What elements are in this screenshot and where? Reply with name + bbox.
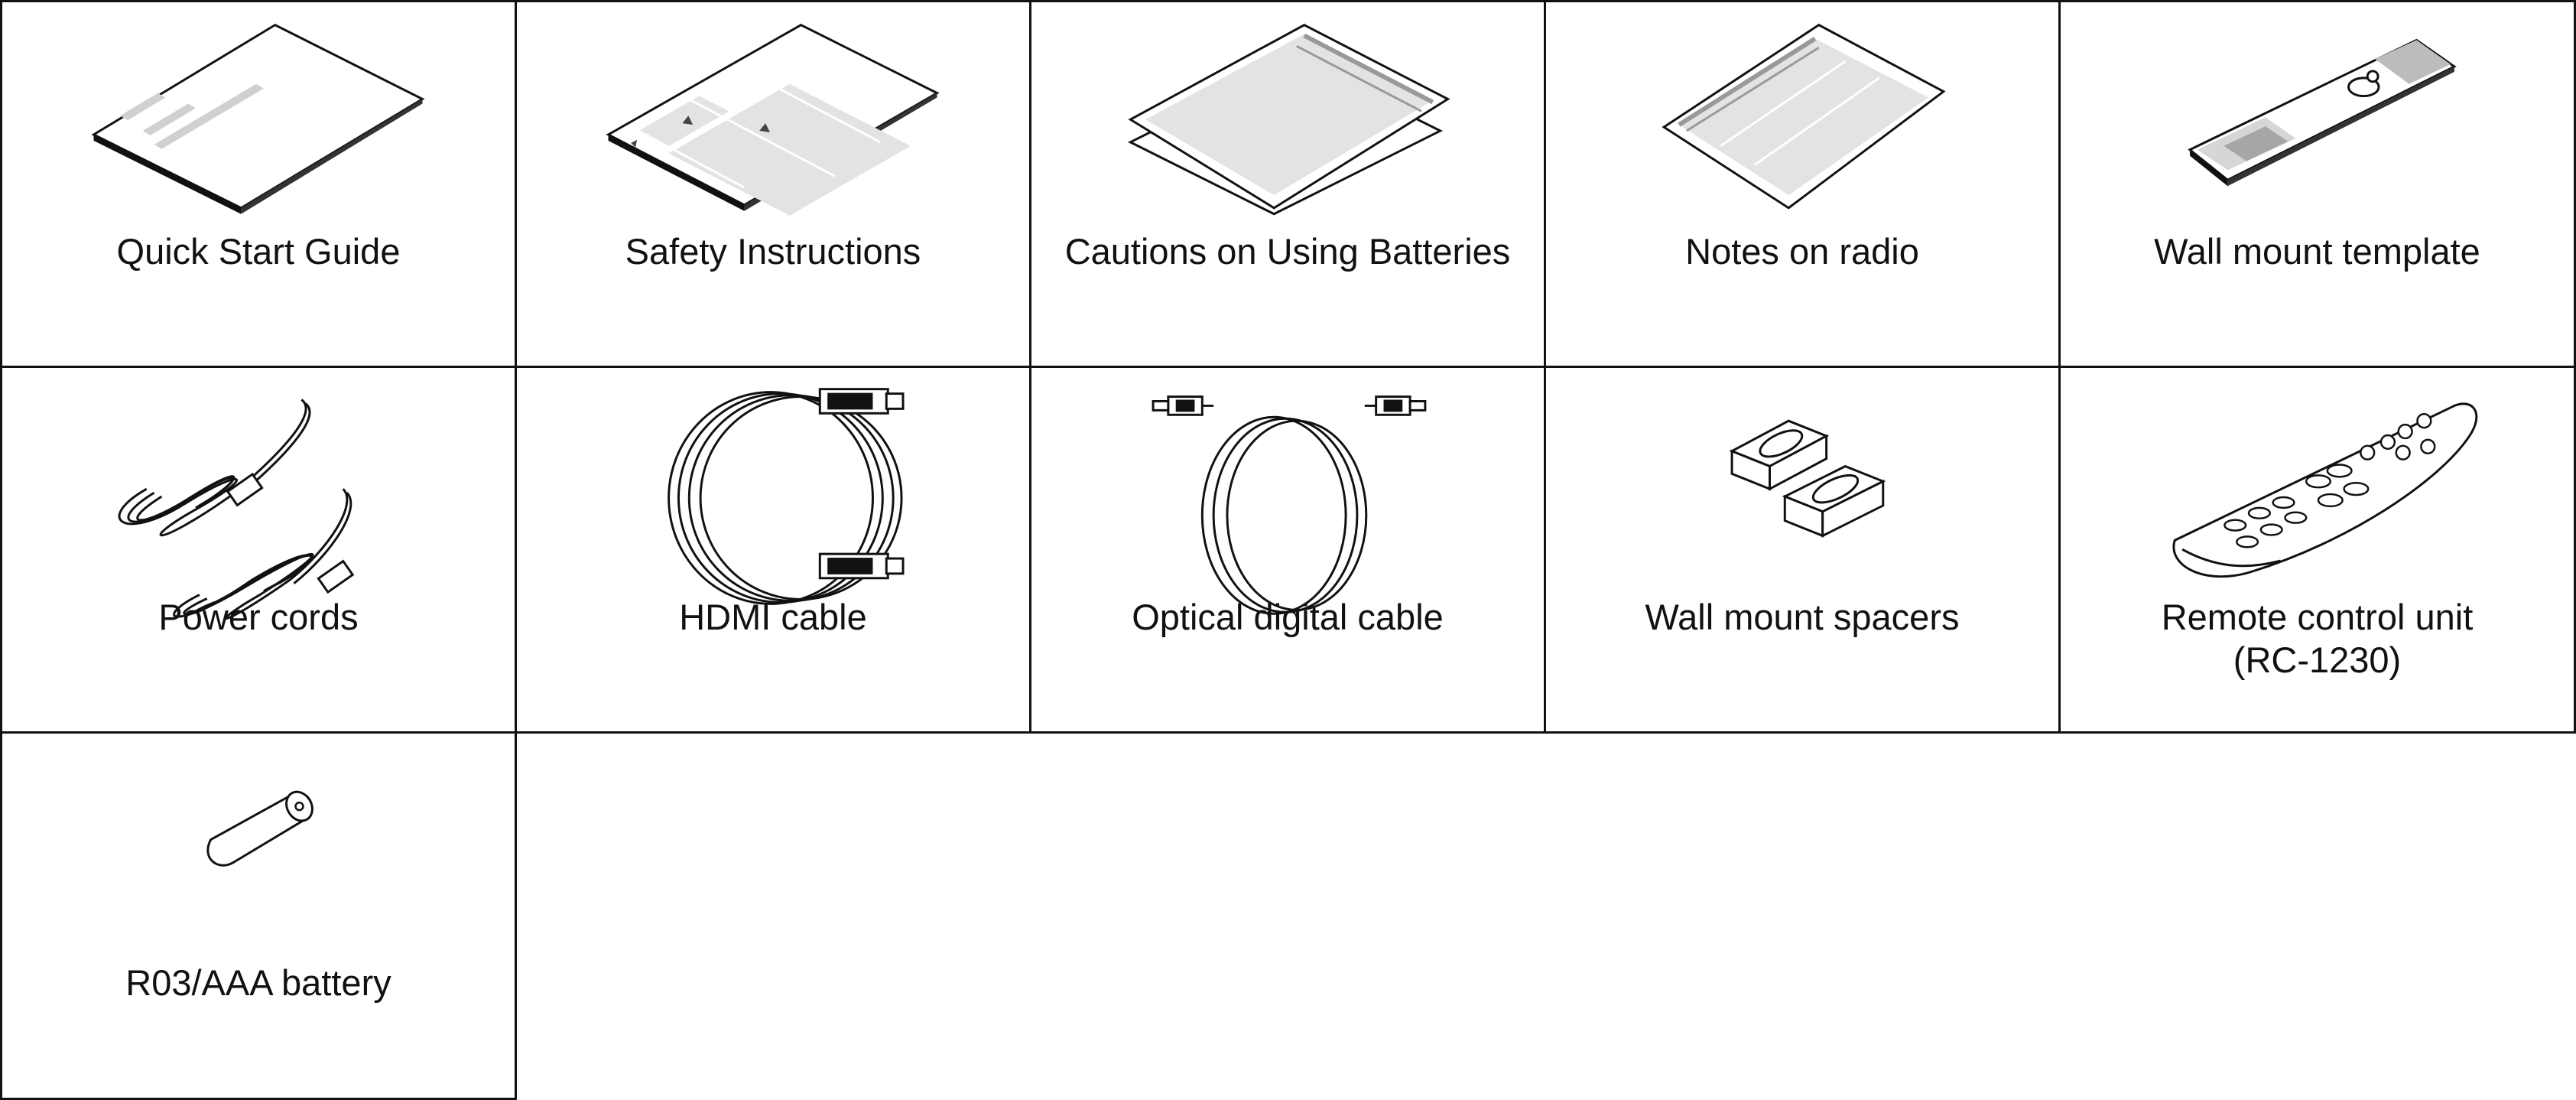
item-power-cords: Power cords	[0, 366, 517, 734]
optical-cable-icon	[1152, 395, 1427, 615]
item-optical-cable: Optical digital cable	[1029, 366, 1546, 734]
notes-radio-icon	[1662, 23, 1946, 210]
item-label: HDMI cable	[679, 597, 867, 637]
item-label: Remote control unit (RC-1230)	[2061, 596, 2574, 682]
safety-instructions-icon	[606, 23, 940, 216]
item-label: Wall mount template	[2154, 231, 2480, 272]
item-quick-start-guide: Quick Start Guide	[0, 0, 517, 368]
item-label-line1: Remote control unit	[2161, 597, 2474, 637]
item-label: Power cords	[158, 597, 359, 637]
cautions-batteries-icon	[1128, 23, 1450, 216]
wall-mount-template-icon	[2188, 38, 2457, 187]
item-notes-radio: Notes on radio	[1544, 0, 2061, 368]
item-wall-mount-spacers: Wall mount spacers	[1544, 366, 2061, 734]
item-label-line2: (RC-1230)	[2233, 639, 2402, 680]
item-remote-control: Remote control unit (RC-1230)	[2058, 366, 2576, 734]
quick-start-guide-icon	[91, 23, 425, 214]
item-safety-instructions: Safety Instructions	[515, 0, 1031, 368]
wall-mount-spacers-icon	[1729, 419, 1886, 538]
remote-control-icon	[2172, 402, 2478, 578]
item-label: Safety Instructions	[625, 231, 921, 272]
item-hdmi-cable: HDMI cable	[515, 366, 1031, 734]
item-label: Notes on radio	[1685, 231, 1919, 272]
battery-icon	[206, 790, 313, 867]
item-label: Quick Start Guide	[116, 231, 401, 272]
item-wall-mount-template: Wall mount template	[2058, 0, 2576, 368]
hdmi-cable-icon	[668, 388, 905, 605]
item-label: Wall mount spacers	[1645, 597, 1960, 637]
item-label: R03/AAA battery	[125, 962, 391, 1003]
power-cords-icon	[118, 399, 355, 620]
item-battery: R03/AAA battery	[0, 731, 517, 1100]
item-label: Cautions on Using Batteries	[1064, 231, 1511, 272]
item-label: Optical digital cable	[1132, 597, 1444, 637]
item-cautions-batteries: Cautions on Using Batteries	[1029, 0, 1546, 368]
